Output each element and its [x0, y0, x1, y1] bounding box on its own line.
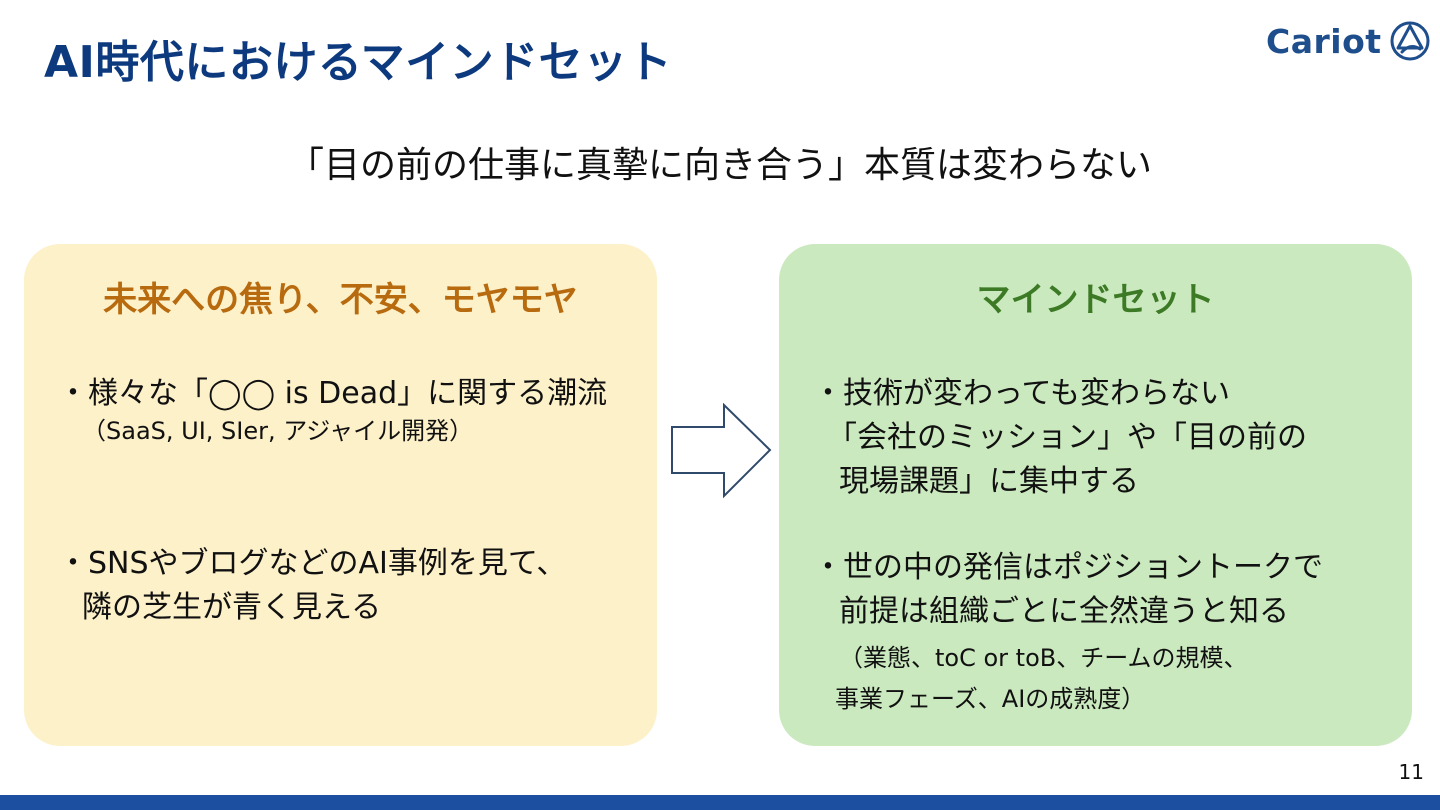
left-bullet-2: ・SNSやブログなどのAI事例を見て、 — [58, 546, 567, 581]
left-bullet-1-note: （SaaS, UI, SIer, アジャイル開発） — [82, 417, 474, 445]
left-panel-heading: 未来への焦り、不安、モヤモヤ — [103, 280, 578, 320]
left-bullet-2-cont: 隣の芝生が青く見える — [82, 590, 382, 625]
right-bullet-2-cont: 前提は組織ごとに全然違うと知る — [839, 594, 1289, 629]
right-bullet-2-note-2: 事業フェーズ、AIの成熟度） — [835, 685, 1146, 713]
right-panel-heading: マインドセット — [976, 280, 1215, 320]
logo-text: Cariot — [1266, 21, 1382, 61]
bottom-bar — [0, 795, 1440, 810]
slide-subtitle: 「目の前の仕事に真摯に向き合う」本質は変わらない — [287, 145, 1152, 186]
right-arrow-icon — [671, 403, 772, 499]
right-bullet-1: ・技術が変わっても変わらない — [813, 376, 1230, 411]
slide-title: AI時代におけるマインドセット — [44, 37, 673, 88]
right-bullet-2-note-1: （業態、toC or toB、チームの規模、 — [839, 644, 1248, 672]
left-bullet-1: ・様々な「◯◯ is Dead」に関する潮流 — [58, 376, 608, 411]
right-bullet-2: ・世の中の発信はポジショントークで — [813, 550, 1323, 585]
right-panel: マインドセット ・技術が変わっても変わらない 「会社のミッション」や「目の前の … — [779, 244, 1412, 746]
page-number: 11 — [1398, 760, 1424, 784]
cariot-logo: Cariot — [1266, 18, 1432, 64]
cariot-logo-icon — [1390, 21, 1430, 61]
right-bullet-1-cont-2: 現場課題」に集中する — [839, 464, 1139, 499]
left-panel: 未来への焦り、不安、モヤモヤ ・様々な「◯◯ is Dead」に関する潮流 （S… — [24, 244, 657, 746]
right-bullet-1-cont-1: 「会社のミッション」や「目の前の — [827, 420, 1307, 455]
